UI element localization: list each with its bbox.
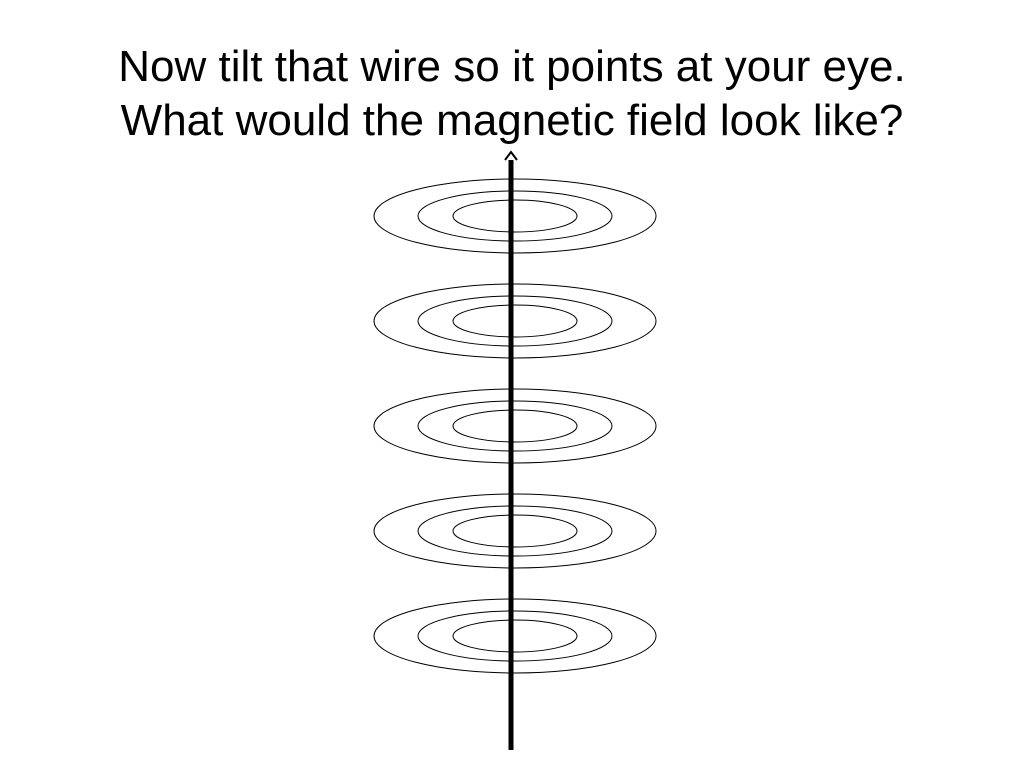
slide-title: Now tilt that wire so it points at your … — [0, 40, 1024, 148]
field-loop-1-ring-2 — [417, 190, 613, 242]
field-loop-5-ring-1 — [373, 598, 657, 674]
field-loop-3-ring-3 — [452, 409, 578, 443]
wire-top-cap — [504, 150, 518, 161]
field-loop-5-ring-2 — [417, 610, 613, 662]
field-loop-3-ring-1 — [373, 388, 657, 464]
title-line-1: Now tilt that wire so it points at your … — [118, 42, 906, 91]
title-line-2: What would the magnetic field look like? — [120, 96, 904, 145]
field-loop-4-ring-2 — [417, 505, 613, 557]
field-loop-3-ring-2 — [417, 400, 613, 452]
field-loop-2-ring-3 — [452, 304, 578, 338]
field-loop-4-ring-1 — [373, 493, 657, 569]
field-loops — [373, 178, 657, 674]
field-loop-2-ring-1 — [373, 283, 657, 359]
field-loop-1-ring-3 — [452, 199, 578, 233]
field-loop-5-ring-3 — [452, 619, 578, 653]
field-loop-2-ring-2 — [417, 295, 613, 347]
field-loop-4-ring-3 — [452, 514, 578, 548]
field-loop-1-ring-1 — [373, 178, 657, 254]
